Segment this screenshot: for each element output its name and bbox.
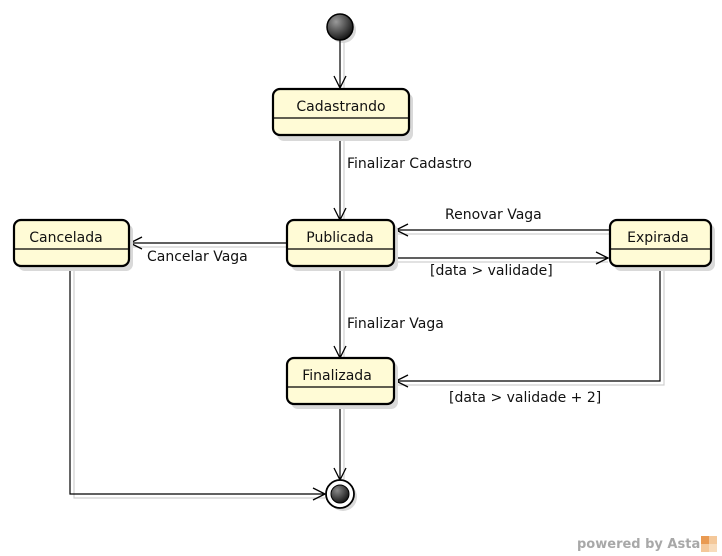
edge-finalizar-cadastro	[340, 135, 344, 220]
label-data-validade-2: [data > validade + 2]	[449, 390, 601, 406]
state-cancelada: Cancelada	[12, 218, 133, 271]
state-label: Finalizada	[302, 368, 372, 384]
edge-data-validade	[394, 258, 608, 262]
edge-cancelada-to-final	[69, 266, 325, 498]
state-publicada: Publicada	[285, 218, 398, 271]
edge-finalizar-vaga	[340, 266, 344, 358]
final-state	[325, 479, 357, 511]
state-cadastrando: Cadastrando	[271, 87, 413, 141]
edge-renovar-vaga	[396, 230, 610, 234]
watermark-text: powered by Astah	[577, 537, 709, 552]
label-data-validade: [data > validade]	[430, 263, 553, 279]
label-finalizar-cadastro: Finalizar Cadastro	[347, 156, 472, 172]
state-label: Cadastrando	[296, 99, 385, 115]
label-renovar-vaga: Renovar Vaga	[445, 207, 542, 223]
initial-state	[326, 13, 356, 43]
state-label: Publicada	[306, 230, 373, 246]
edge-cancelar-vaga	[130, 243, 287, 247]
label-finalizar-vaga: Finalizar Vaga	[347, 316, 444, 332]
state-label: Cancelada	[29, 230, 102, 246]
edge-finalizada-to-final	[340, 406, 344, 480]
edge-data-validade-2	[396, 266, 665, 385]
astah-watermark: powered by Astah	[577, 536, 717, 552]
label-cancelar-vaga: Cancelar Vaga	[147, 249, 248, 265]
edge-initial-to-cadastrando	[340, 40, 344, 88]
state-finalizada: Finalizada	[285, 356, 398, 409]
state-label: Expirada	[627, 230, 689, 246]
state-expirada: Expirada	[608, 218, 715, 271]
astah-logo-icon	[701, 536, 717, 552]
